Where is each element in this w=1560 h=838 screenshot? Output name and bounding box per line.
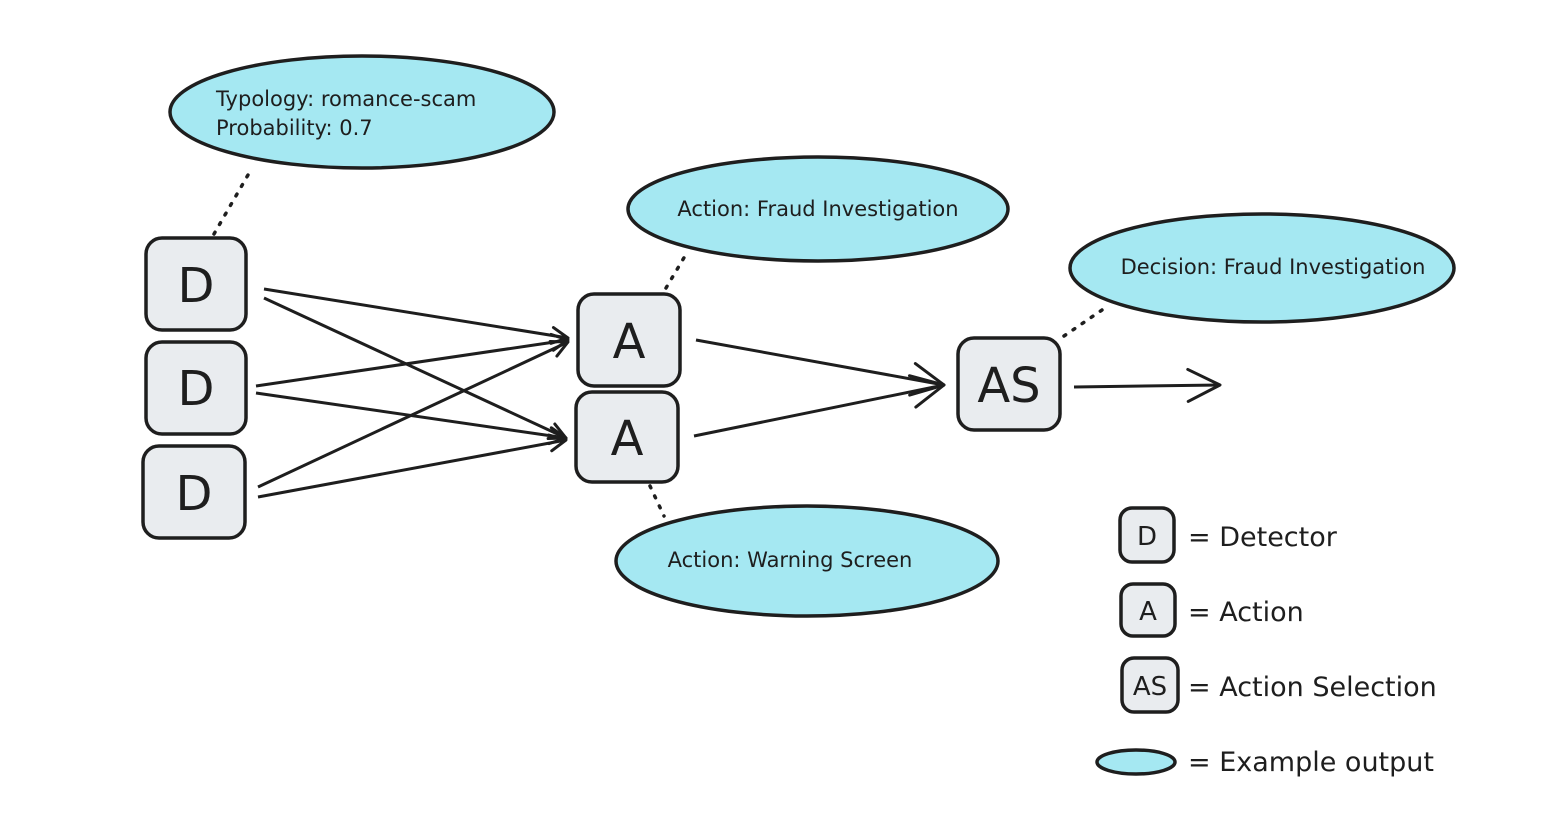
bubble-action-bottom: Action: Warning Screen bbox=[614, 504, 1000, 618]
bubble-detector-probability: Probability: 0.7 bbox=[216, 116, 373, 140]
action-selection-node-label: AS bbox=[977, 358, 1040, 414]
detector-node-label: D bbox=[176, 466, 213, 522]
legend-item-example-output: = Example output bbox=[1095, 747, 1434, 778]
detector-node: D bbox=[144, 236, 248, 332]
legend-item-detector: D = Detector bbox=[1118, 506, 1338, 564]
edges-detectors-to-actions bbox=[255, 287, 570, 499]
legend-label-action: = Action bbox=[1188, 597, 1304, 628]
detector-node-label: D bbox=[178, 258, 215, 314]
edge-d3-a2 bbox=[257, 433, 568, 499]
edge-as-output bbox=[1073, 367, 1222, 403]
dotted-connector-action-bottom bbox=[648, 484, 666, 518]
edge-d1-a2 bbox=[263, 296, 568, 441]
bubble-action-top: Action: Fraud Investigation bbox=[626, 155, 1010, 263]
bubble-action-top-text: Action: Fraud Investigation bbox=[677, 197, 958, 221]
legend-symbol-action: A bbox=[1139, 597, 1157, 627]
bubble-detector-output: Typology: romance-scam Probability: 0.7 bbox=[168, 54, 556, 170]
bubble-action-bottom-text: Action: Warning Screen bbox=[668, 548, 913, 572]
legend-label-example-output: = Example output bbox=[1188, 747, 1434, 778]
edge-a1-as bbox=[695, 338, 946, 397]
bubble-decision: Decision: Fraud Investigation bbox=[1068, 212, 1456, 324]
edge-d2-a1 bbox=[255, 332, 570, 388]
legend: D = Detector A = Action Selection = Acti… bbox=[1095, 506, 1437, 778]
dotted-connector-action-top bbox=[664, 254, 687, 290]
bubble-detector-typology: Typology: romance-scam bbox=[215, 87, 476, 111]
detector-node: D bbox=[141, 444, 247, 540]
action-node: A bbox=[574, 390, 680, 484]
detector-node-label: D bbox=[178, 361, 215, 417]
edge-a2-as bbox=[693, 374, 946, 438]
legend-label-detector: = Detector bbox=[1188, 522, 1338, 553]
detector-node: D bbox=[144, 340, 248, 436]
edge-d1-a1 bbox=[263, 287, 570, 345]
legend-ellipse-icon bbox=[1095, 748, 1177, 776]
action-node-label: A bbox=[611, 411, 644, 467]
legend-label-action-selection: = Action Selection bbox=[1188, 672, 1437, 703]
edges-actions-to-selection bbox=[693, 338, 946, 438]
legend-symbol-action-selection: AS bbox=[1133, 672, 1167, 702]
action-node-label: A bbox=[613, 314, 646, 370]
edge-d3-a1 bbox=[257, 340, 570, 489]
action-node: A bbox=[576, 292, 682, 388]
action-selection-node: AS bbox=[956, 336, 1062, 432]
legend-symbol-detector: D bbox=[1137, 522, 1157, 552]
dotted-connector-decision bbox=[1062, 308, 1104, 338]
bubble-decision-text: Decision: Fraud Investigation bbox=[1121, 255, 1426, 279]
legend-item-action: A = Action Selection = Action bbox=[1119, 582, 1304, 638]
dotted-connector-detector bbox=[212, 166, 254, 236]
legend-item-action-selection: AS = Action Selection bbox=[1120, 656, 1437, 714]
